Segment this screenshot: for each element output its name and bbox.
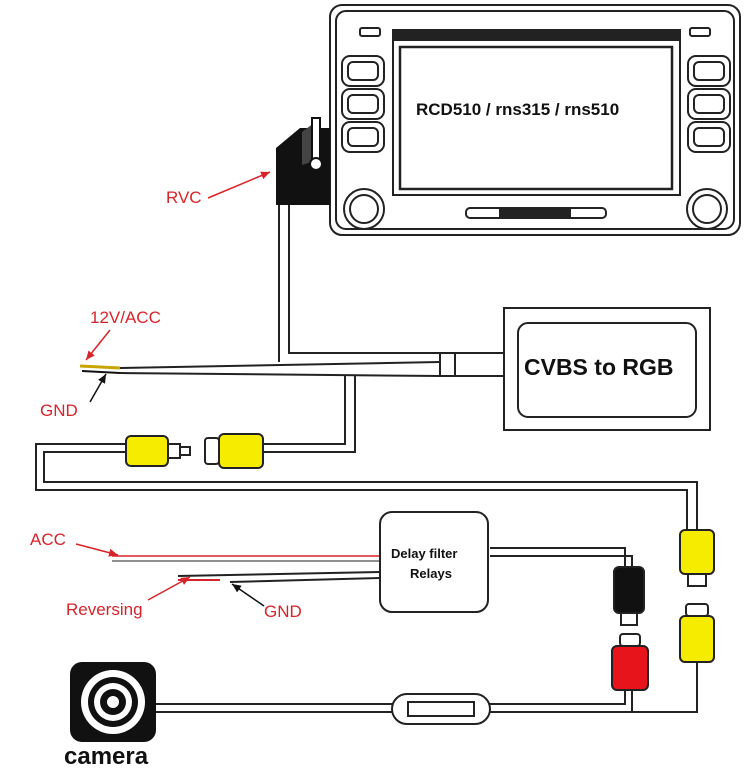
inline-cable-module xyxy=(391,693,491,725)
gnd-top-label: GND xyxy=(40,401,78,420)
relay-box-line1: Delay filter xyxy=(391,546,458,561)
annotation-arrows xyxy=(75,171,271,601)
head-unit xyxy=(329,4,741,236)
rca-jack-red xyxy=(611,633,649,691)
rvc-connector xyxy=(276,117,330,205)
converter-box xyxy=(503,307,711,431)
camera-label: camera xyxy=(64,743,149,770)
rca-plug-yellow-left xyxy=(125,435,191,467)
head-unit-model-label: RCD510 / rns315 / rns510 xyxy=(416,100,620,119)
gnd-bottom-label: GND xyxy=(264,602,302,621)
relay-box xyxy=(379,511,489,613)
camera-icon xyxy=(70,662,156,742)
cables xyxy=(35,205,698,713)
converter-label: CVBS to RGB xyxy=(524,354,674,380)
rca-plug-yellow-upper xyxy=(679,529,715,587)
acc-label: ACC xyxy=(30,530,66,549)
annotation-arrows-dark xyxy=(89,373,265,607)
relay-box-line2: Relays xyxy=(410,566,452,581)
power-12v-label: 12V/ACC xyxy=(90,308,161,327)
reversing-label: Reversing xyxy=(66,600,143,619)
rca-jack-yellow-lower xyxy=(679,603,715,663)
rca-plug-black xyxy=(613,566,645,626)
rvc-label: RVC xyxy=(166,188,202,207)
rca-jack-yellow-right xyxy=(204,433,264,469)
